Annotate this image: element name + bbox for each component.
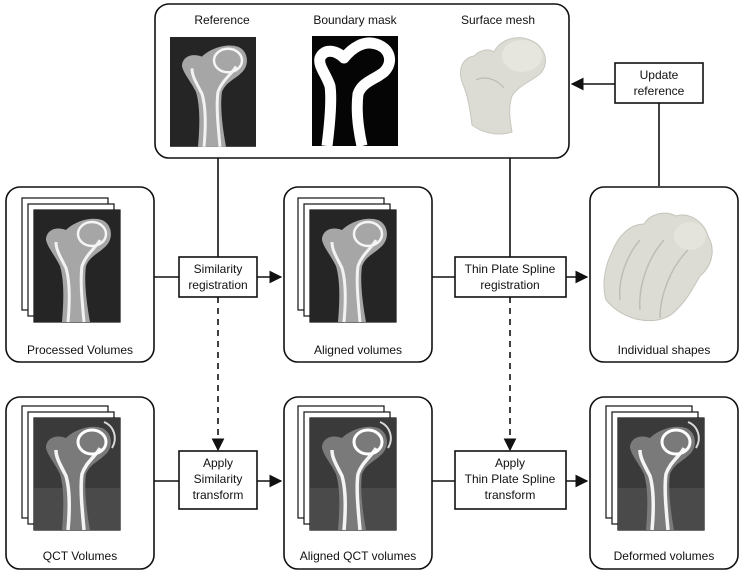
update-reference-line2: reference — [634, 84, 685, 98]
surface-mesh-label: Surface mesh — [461, 13, 535, 27]
similarity-registration-line2: registration — [188, 278, 247, 292]
individual-shapes-image — [603, 212, 713, 322]
apply-tps-box — [454, 450, 567, 510]
individual-shapes-label: Individual shapes — [618, 343, 711, 357]
qct-volumes-label: QCT Volumes — [43, 549, 117, 563]
boundary-mask-label: Boundary mask — [313, 13, 397, 27]
update-reference-line1: Update — [640, 68, 679, 82]
boundary-mask-image — [312, 36, 398, 148]
apply-similarity-line2: Similarity — [194, 472, 243, 486]
tps-registration-line1: Thin Plate Spline — [465, 262, 556, 276]
apply-tps-line3: transform — [485, 488, 536, 502]
qct-volumes-stack — [21, 405, 122, 532]
apply-similarity-line1: Apply — [203, 456, 233, 470]
processed-volumes-label: Processed Volumes — [27, 343, 133, 357]
apply-similarity-box — [178, 450, 258, 510]
apply-similarity-line3: transform — [193, 488, 244, 502]
aligned-qct-volumes-label: Aligned QCT volumes — [300, 549, 417, 563]
update-reference-box — [614, 62, 704, 104]
deformed-volumes-stack — [605, 405, 706, 532]
surface-mesh-image — [460, 37, 546, 135]
aligned-volumes-stack — [297, 197, 398, 324]
reference-image — [168, 35, 258, 149]
apply-tps-line2: Thin Plate Spline — [465, 472, 556, 486]
deformed-volumes-label: Deformed volumes — [614, 549, 715, 563]
apply-tps-line1: Apply — [495, 456, 525, 470]
processed-volumes-stack — [21, 197, 122, 324]
reference-label: Reference — [194, 13, 250, 27]
aligned-qct-volumes-stack — [297, 405, 398, 532]
aligned-volumes-label: Aligned volumes — [314, 343, 402, 357]
tps-registration-line2: registration — [480, 278, 539, 292]
similarity-registration-line1: Similarity — [194, 262, 243, 276]
